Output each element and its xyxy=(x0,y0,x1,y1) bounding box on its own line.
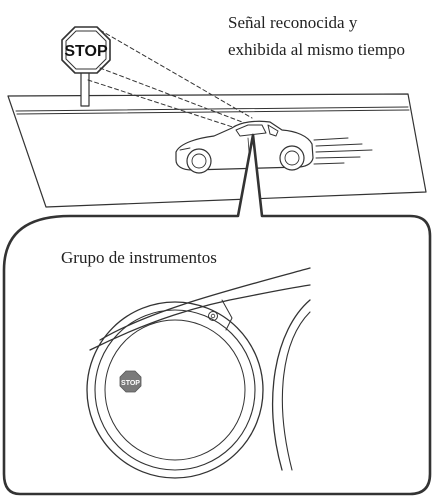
caption-line-1: Señal reconocida y xyxy=(228,13,358,32)
stop-display-text: STOP xyxy=(121,380,140,387)
callout-title: Grupo de instrumentos xyxy=(61,248,217,267)
car-icon xyxy=(175,120,314,174)
instrument-cluster xyxy=(86,267,311,479)
stop-sign-icon: STOP xyxy=(61,26,111,107)
caption-line-2: exhibida al mismo tiempo xyxy=(228,40,405,59)
stop-display-icon: STOP xyxy=(119,370,142,393)
motion-lines xyxy=(313,137,373,165)
stop-sign-text: STOP xyxy=(64,43,108,60)
detection-lines xyxy=(87,29,253,133)
